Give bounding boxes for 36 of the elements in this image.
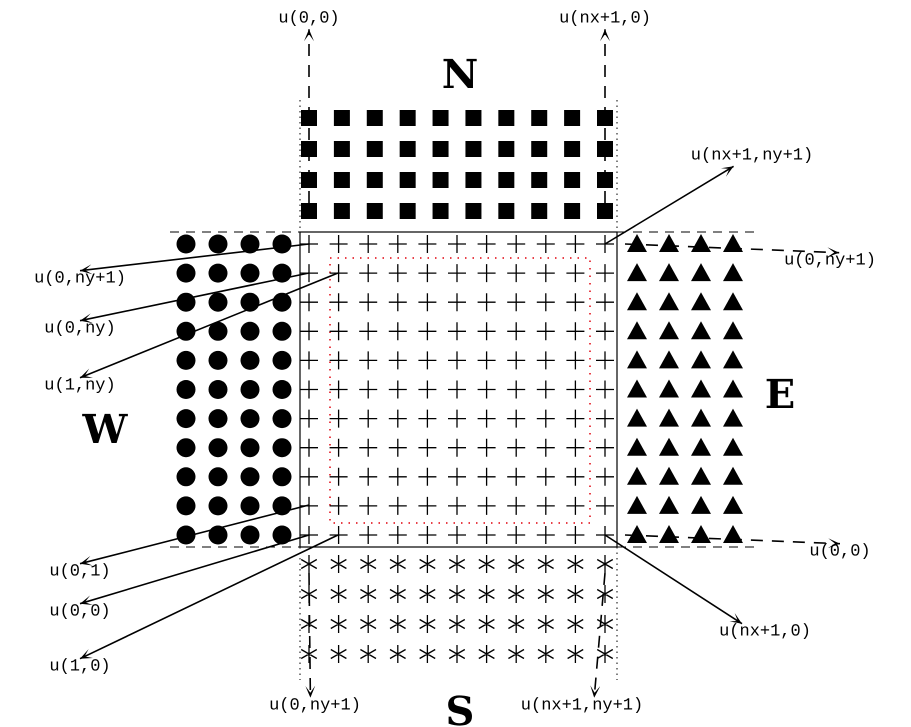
asterisk-point-marker bbox=[300, 554, 318, 574]
coordinate-label: u(nx+1,ny+1) bbox=[520, 698, 644, 716]
dashed-arrow bbox=[600, 29, 610, 203]
coordinate-label: u(0,ny+1) bbox=[269, 698, 361, 716]
coordinate-label: u(0,0) bbox=[809, 544, 871, 562]
coordinate-label: u(0,0) bbox=[49, 604, 111, 622]
coordinate-label: u(nx+1,ny+1) bbox=[690, 148, 814, 166]
dashed-arrow bbox=[590, 572, 606, 698]
coordinate-label: u(0,0) bbox=[278, 10, 340, 30]
square-point-marker bbox=[597, 203, 613, 219]
dashed-arrow bbox=[305, 573, 316, 698]
leader-arrow bbox=[80, 534, 338, 660]
dashed-arrow bbox=[624, 534, 840, 548]
dashed-arrow bbox=[304, 29, 314, 203]
side-letter: S bbox=[446, 692, 474, 727]
dashed-arrow bbox=[624, 243, 840, 258]
coordinate-label: u(0,ny+1) bbox=[34, 270, 126, 290]
coordinate-label: u(1,ny) bbox=[44, 378, 116, 396]
asterisk-point-marker bbox=[596, 554, 614, 574]
coordinate-label: u(nx+1,0) bbox=[719, 624, 811, 642]
leader-arrow bbox=[604, 166, 734, 245]
leader-arrow bbox=[80, 534, 310, 606]
leader-arrow bbox=[604, 534, 742, 624]
coordinate-label: u(1,0) bbox=[49, 658, 111, 678]
leader-arrow bbox=[80, 272, 310, 324]
leader-arrow bbox=[80, 504, 310, 566]
coordinate-label: u(0,ny+1) bbox=[784, 252, 876, 272]
square-point-marker bbox=[301, 203, 317, 219]
coordinate-label: u(nx+1,0) bbox=[559, 10, 651, 30]
side-letter: N bbox=[442, 55, 478, 95]
leader-arrow bbox=[80, 272, 338, 378]
side-letter: E bbox=[764, 375, 796, 415]
side-letter: W bbox=[82, 410, 128, 450]
leader-arrow bbox=[80, 243, 310, 274]
coordinate-label: u(0,ny) bbox=[44, 320, 116, 340]
coordinate-label: u(0,1) bbox=[49, 564, 111, 582]
